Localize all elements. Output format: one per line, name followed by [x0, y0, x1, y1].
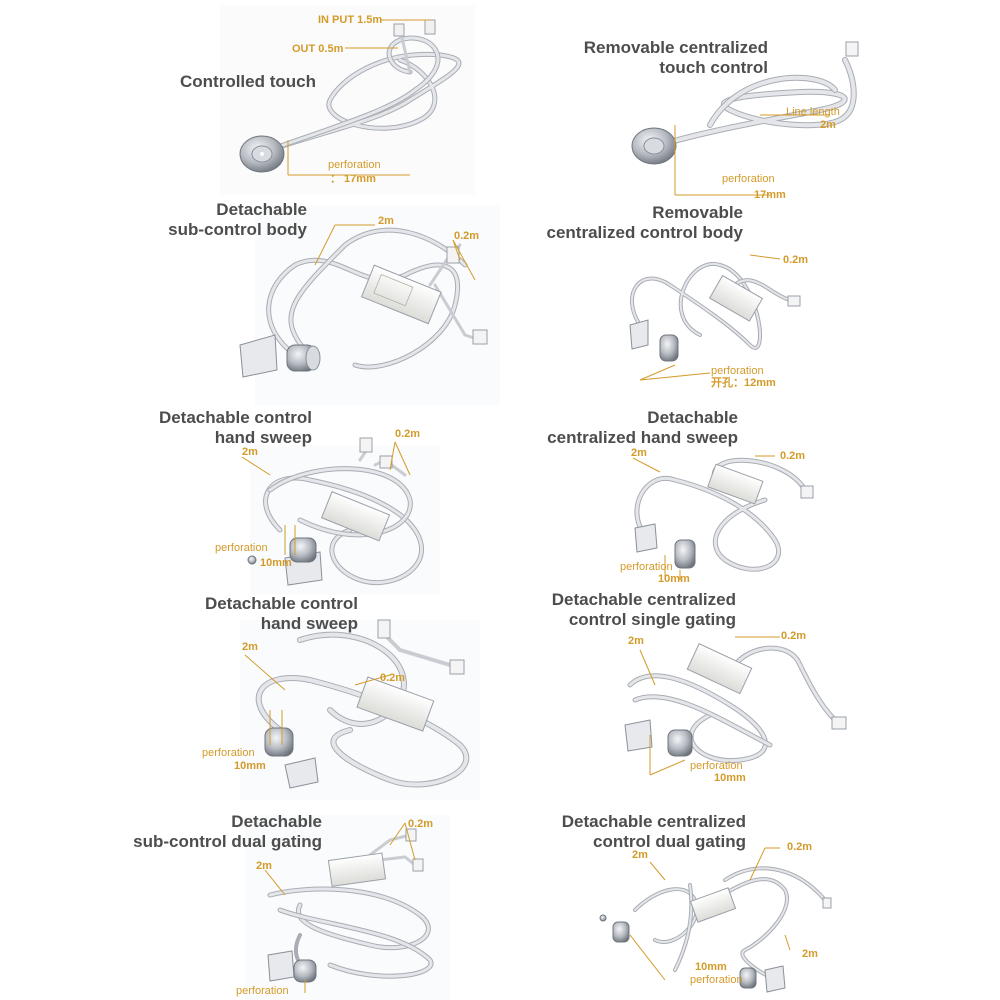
- perforation-label: perforation: [620, 561, 673, 573]
- panel-detachable-centralized-dual-gating: 2m 0.2m 2m 10mm perforation: [595, 840, 840, 1000]
- panel-controlled-touch: IN PUT 1.5m OUT 0.5m perforation ： 17mm: [180, 0, 480, 200]
- main-cable-length-label: 2m: [256, 860, 272, 872]
- input-length-label: IN PUT 1.5m: [318, 14, 383, 26]
- line-length-label: Line length: [786, 106, 840, 118]
- perforation-label: perforation: [215, 542, 268, 554]
- panel-detachable-sub-control-dual-gating: 2m 0.2m perforation: [230, 815, 450, 1000]
- perforation-label: perforation: [690, 760, 743, 772]
- panel-detachable-centralized-hand-sweep: 2m 0.2m perforation 10mm: [605, 440, 820, 590]
- branch-cable-length-label: 0.2m: [395, 428, 421, 440]
- panel-title: Detachable sub-control body: [168, 200, 307, 239]
- output-length-label: OUT 0.5m: [292, 43, 344, 55]
- panel-detachable-control-hand-sweep-2: 2m 0.2m perforation 10mm: [200, 610, 485, 800]
- hand-sweep-photo: [240, 619, 480, 800]
- centralized-control-body-photo: [629, 254, 801, 381]
- main-cable-b-length-label: 2m: [802, 948, 818, 960]
- branch-cable-length-label: 0.2m: [783, 254, 809, 266]
- sub-control-body-photo: [239, 205, 500, 405]
- branch-cable-length-label: 0.2m: [787, 841, 813, 853]
- perforation-size-label: 10mm: [234, 760, 266, 772]
- perforation-label: perforation: [328, 159, 381, 171]
- panel-removable-centralized-touch: Line length 2m perforation 17mm: [620, 30, 860, 205]
- sub-control-dual-gating-photo: [245, 815, 450, 1000]
- branch-cable-length-label: 0.2m: [380, 672, 406, 684]
- perforation-size-label: 10mm: [260, 557, 292, 569]
- panel-title: Removable centralized control body: [546, 203, 743, 242]
- perforation-size-label: 10mm: [695, 961, 727, 973]
- perforation-size-label: ： 17mm: [330, 173, 376, 185]
- perforation-label: perforation: [711, 365, 764, 377]
- centralized-touch-photo: [631, 41, 859, 196]
- main-cable-a-length-label: 2m: [632, 849, 648, 861]
- perforation-label: perforation: [722, 173, 775, 185]
- branch-cable-length-label: 0.2m: [408, 818, 434, 830]
- centralized-dual-gating-photo: [599, 847, 832, 993]
- branch-cable-length-label: 0.2m: [780, 450, 806, 462]
- panel-title: Controlled touch: [180, 72, 316, 91]
- hand-sweep-photo: [241, 437, 440, 595]
- perforation-size-label: 10mm: [658, 573, 690, 585]
- main-cable-length-label: 2m: [631, 447, 647, 459]
- main-cable-length-label: 2m: [378, 215, 394, 227]
- main-cable-length-label: 2m: [242, 446, 258, 458]
- controlled-touch-photo: [220, 5, 475, 195]
- branch-cable-length-label: 0.2m: [781, 630, 807, 642]
- centralized-hand-sweep-photo: [632, 455, 814, 580]
- main-cable-length-label: 2m: [628, 635, 644, 647]
- panel-title: Removable centralized touch control: [583, 38, 768, 77]
- perforation-label: perforation: [202, 747, 255, 759]
- panel-detachable-centralized-single-gating: 2m 0.2m perforation 10mm: [610, 625, 855, 785]
- panel-detachable-control-hand-sweep: 2m 0.2m perforation 10mm: [210, 420, 440, 595]
- panel-title: Detachable control hand sweep: [158, 408, 312, 447]
- perforation-size-label: 10mm: [714, 772, 746, 784]
- panel-title: Detachable centralized hand sweep: [547, 408, 738, 447]
- line-length-value: 2m: [820, 119, 836, 131]
- perforation-label: perforation: [236, 985, 289, 997]
- panel-title: Detachable centralized control single ga…: [551, 590, 736, 629]
- perforation-size-label: 开孔：12mm: [711, 377, 776, 389]
- panel-title: Detachable centralized control dual gati…: [561, 812, 746, 851]
- panel-removable-centralized-control-body: 0.2m perforation 开孔：12mm: [600, 225, 815, 395]
- branch-cable-length-label: 0.2m: [454, 230, 480, 242]
- panel-title: Detachable control hand sweep: [204, 594, 358, 633]
- main-cable-length-label: 2m: [242, 641, 258, 653]
- panel-title: Detachable sub-control dual gating: [133, 812, 322, 851]
- perforation-size-label: 17mm: [754, 189, 786, 201]
- centralized-single-gating-photo: [624, 636, 847, 776]
- panel-detachable-sub-control-body: 2m 0.2m: [235, 205, 500, 405]
- perforation-label: perforation: [690, 974, 743, 986]
